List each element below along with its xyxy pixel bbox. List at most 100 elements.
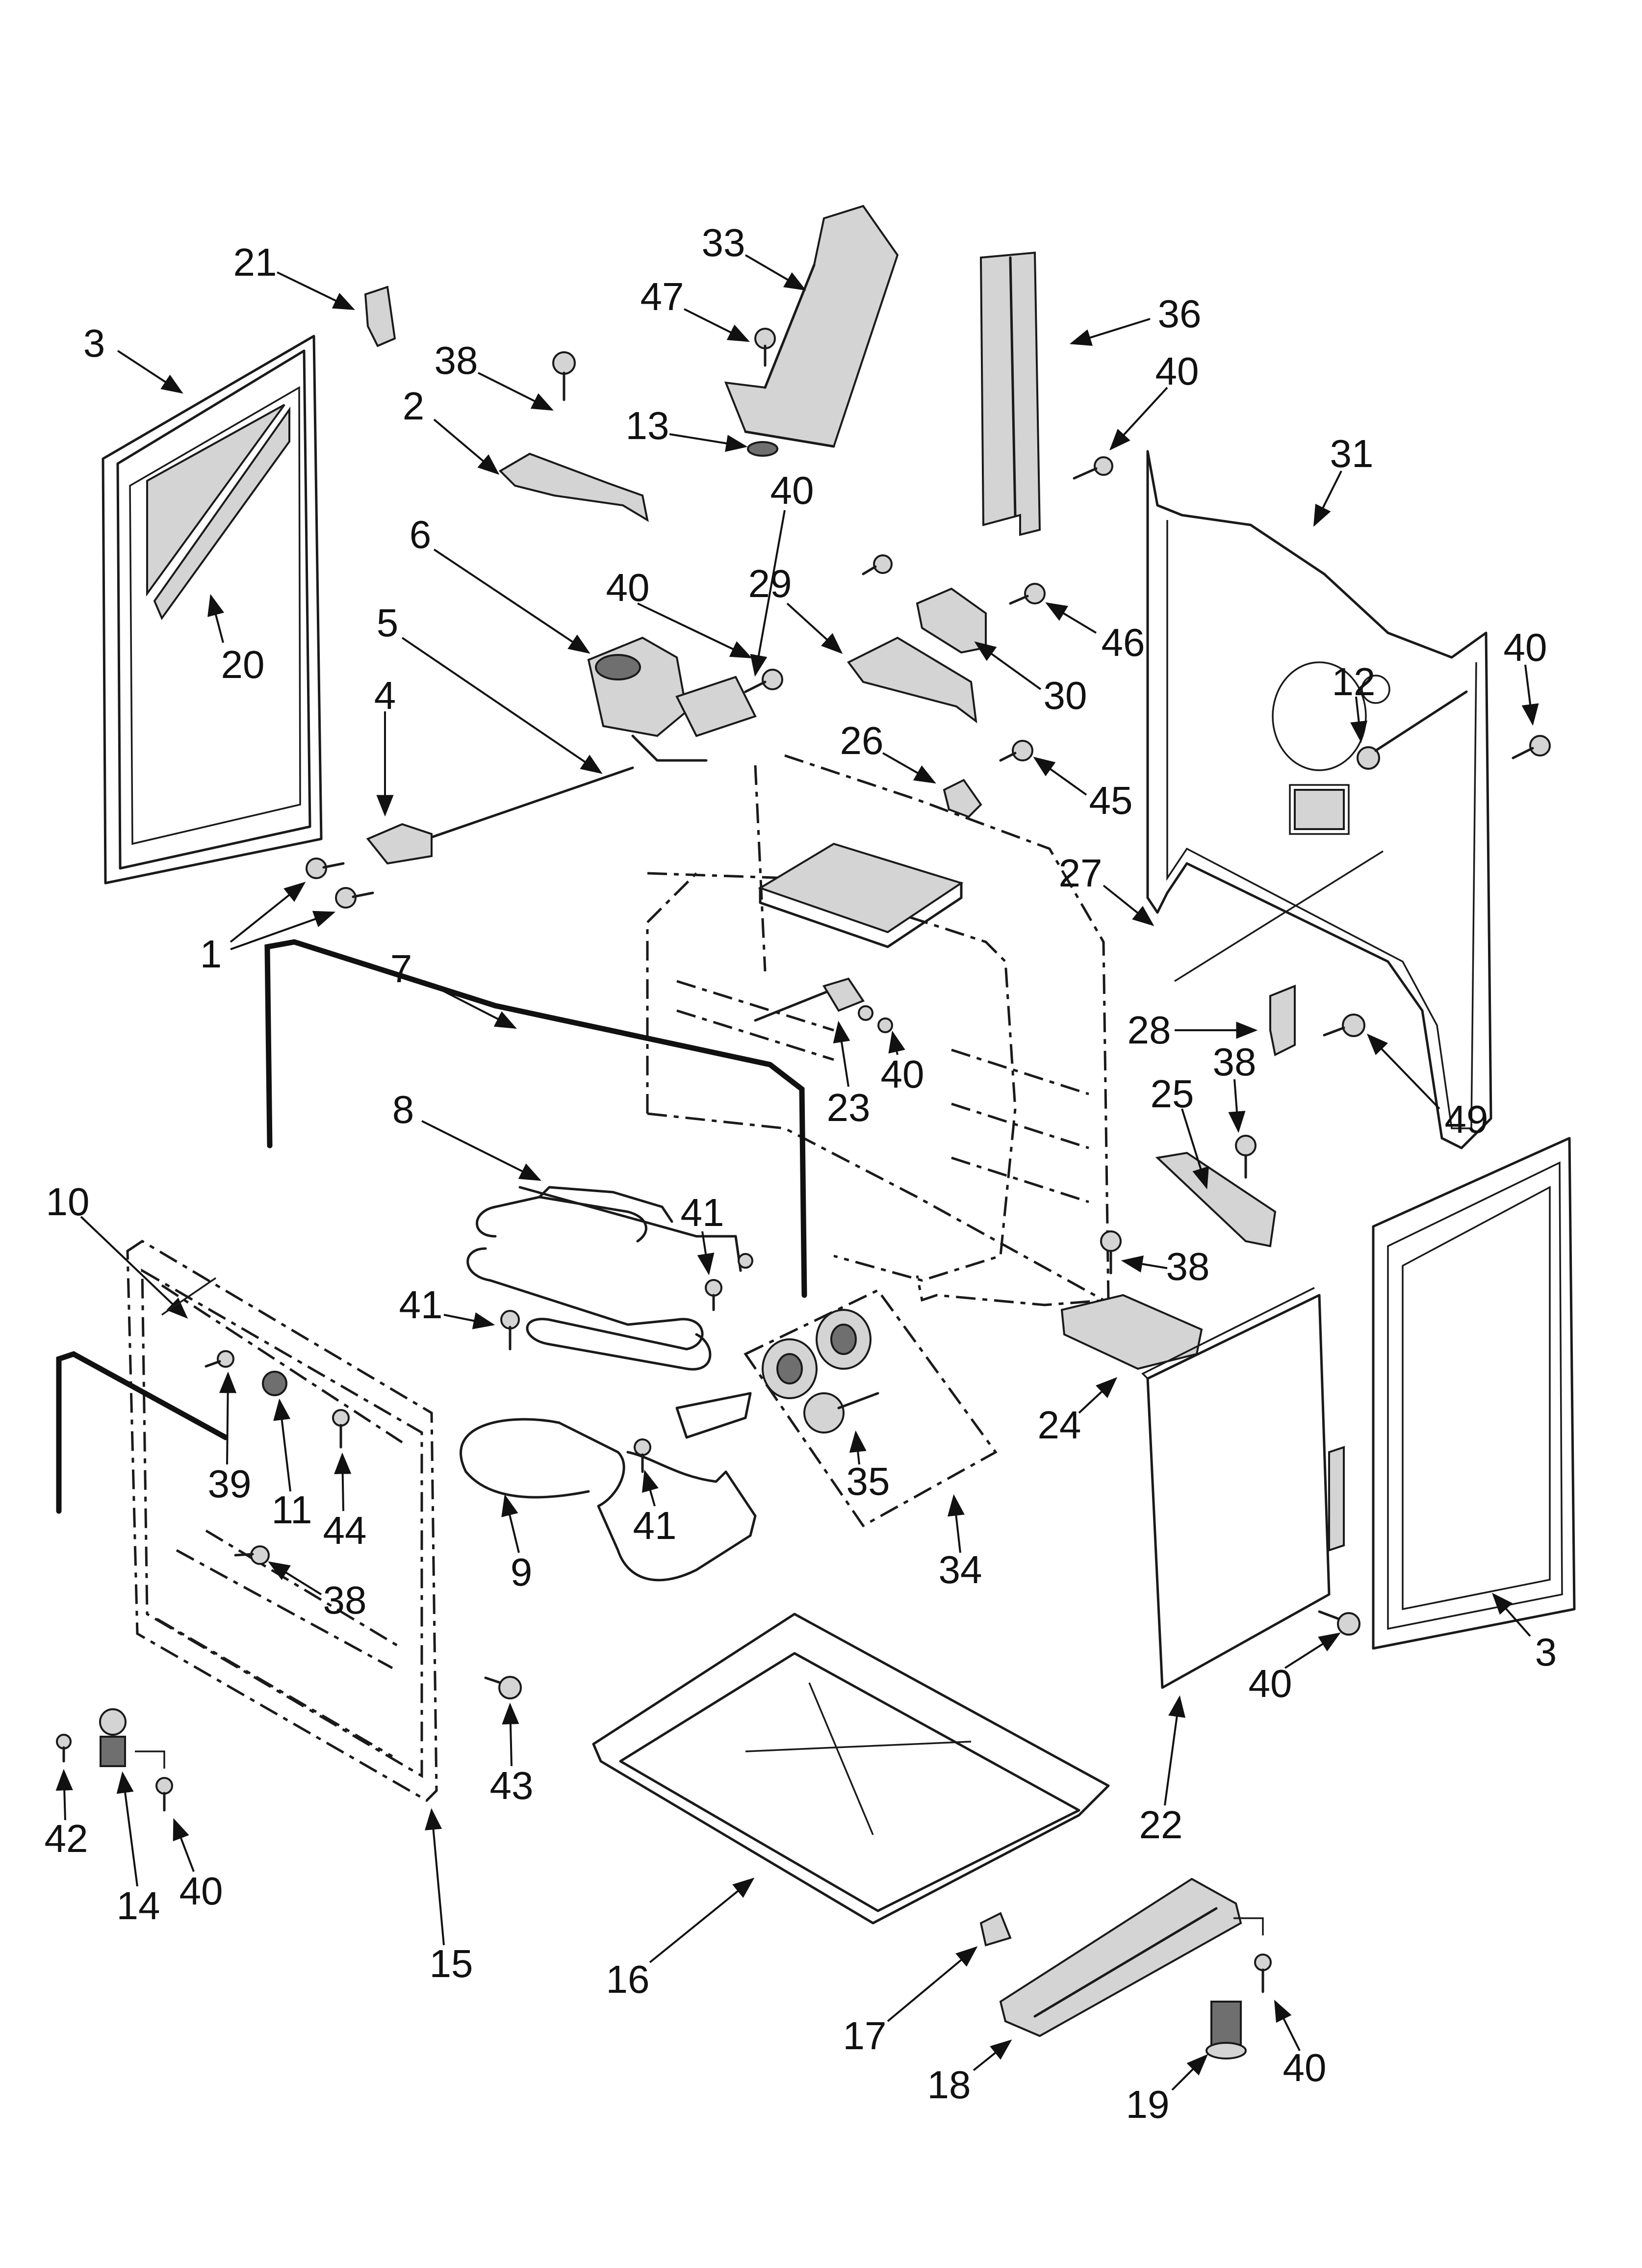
- callout-31[interactable]: 31: [1330, 432, 1374, 475]
- callout-15[interactable]: 15: [429, 1942, 473, 1985]
- callout-3[interactable]: 3: [83, 321, 105, 365]
- callout-35[interactable]: 35: [846, 1460, 890, 1503]
- callout-47[interactable]: 47: [640, 275, 684, 318]
- callout-40[interactable]: 40: [179, 1869, 223, 1913]
- callout-2[interactable]: 2: [402, 384, 425, 428]
- leader-c11-10: [433, 548, 590, 654]
- leader-c8-7: [1069, 318, 1151, 346]
- callout-8[interactable]: 8: [392, 1088, 414, 1131]
- callout-1[interactable]: 1: [200, 932, 222, 976]
- leader-c39-39: [219, 1371, 237, 1465]
- callout-38[interactable]: 38: [1166, 1245, 1210, 1288]
- screw-46: [1009, 583, 1046, 605]
- wire-part: [425, 766, 634, 840]
- leader-c25-25: [230, 911, 336, 950]
- bracket-part: [498, 452, 649, 522]
- callout-45[interactable]: 45: [1089, 779, 1133, 822]
- latch-part: [366, 823, 433, 865]
- callout-13[interactable]: 13: [625, 404, 669, 447]
- callout-19[interactable]: 19: [1126, 2083, 1170, 2126]
- callout-38[interactable]: 38: [1212, 1040, 1257, 1084]
- part-11: [262, 1371, 287, 1396]
- callout-7[interactable]: 7: [390, 947, 412, 991]
- callout-38[interactable]: 38: [323, 1578, 367, 1622]
- callout-49[interactable]: 49: [1444, 1097, 1488, 1141]
- callout-16[interactable]: 16: [606, 1957, 650, 2001]
- callout-27[interactable]: 27: [1058, 851, 1103, 895]
- callout-36[interactable]: 36: [1157, 292, 1202, 336]
- screw-38-c: [1100, 1230, 1122, 1275]
- callout-40[interactable]: 40: [1248, 1662, 1292, 1705]
- leader-c18-17: [1521, 664, 1539, 726]
- leader-c16-15: [637, 602, 752, 658]
- screw-39: [205, 1350, 234, 1368]
- callout-6[interactable]: 6: [409, 513, 432, 556]
- callout-30[interactable]: 30: [1043, 674, 1087, 717]
- callout-40[interactable]: 40: [1283, 2046, 1327, 2089]
- leader-c44-44: [501, 1494, 520, 1553]
- callout-26[interactable]: 26: [840, 719, 884, 762]
- callout-23[interactable]: 23: [826, 1086, 871, 1129]
- clip-part: [364, 286, 396, 347]
- bracket-28: [1269, 985, 1296, 1056]
- callout-20[interactable]: 20: [221, 643, 265, 686]
- screw-43: [484, 1676, 522, 1699]
- screw-38-b: [1235, 1135, 1257, 1179]
- oven-door: [126, 1240, 438, 1802]
- callout-46[interactable]: 46: [1101, 621, 1145, 664]
- leader-c45-45: [947, 1494, 965, 1553]
- clip-26: [943, 779, 982, 818]
- leader-c34-34: [80, 1216, 188, 1319]
- callout-40[interactable]: 40: [606, 566, 650, 609]
- callout-40[interactable]: 40: [1503, 626, 1547, 669]
- callout-21[interactable]: 21: [233, 240, 277, 284]
- screw-42: [56, 1734, 72, 1763]
- callout-40[interactable]: 40: [880, 1052, 924, 1096]
- callout-11[interactable]: 11: [271, 1488, 312, 1532]
- callout-17[interactable]: 17: [843, 2014, 887, 2058]
- callout-40[interactable]: 40: [1155, 349, 1199, 393]
- callout-10[interactable]: 10: [46, 1180, 90, 1224]
- callout-24[interactable]: 24: [1037, 1403, 1081, 1447]
- callout-44[interactable]: 44: [323, 1509, 367, 1552]
- leader-c25-24: [230, 882, 306, 943]
- oven-sensor: [754, 977, 893, 1033]
- callout-41[interactable]: 41: [633, 1504, 677, 1547]
- callout-29[interactable]: 29: [748, 562, 792, 605]
- callout-28[interactable]: 28: [1127, 1008, 1171, 1052]
- callout-40[interactable]: 40: [770, 469, 814, 512]
- callout-34[interactable]: 34: [938, 1548, 982, 1591]
- callout-25[interactable]: 25: [1150, 1072, 1194, 1116]
- callout-39[interactable]: 39: [207, 1462, 252, 1506]
- leader-c9-8: [1109, 387, 1168, 451]
- callout-4[interactable]: 4: [374, 674, 396, 717]
- screw-40-e: [1318, 1610, 1360, 1636]
- screw-40-c: [862, 554, 893, 575]
- callout-41[interactable]: 41: [680, 1191, 724, 1234]
- leader-c19-18: [207, 594, 225, 643]
- bottom-tray: [592, 1613, 1110, 1925]
- callout-41[interactable]: 41: [399, 1283, 443, 1327]
- leader-c57-57: [973, 2039, 1012, 2071]
- callout-3[interactable]: 3: [1535, 1630, 1557, 1674]
- grommet-13: [747, 441, 778, 457]
- leader-c12-11: [750, 510, 786, 677]
- screw-40-b: [744, 669, 783, 693]
- screw-38-d: [234, 1545, 270, 1565]
- callout-22[interactable]: 22: [1139, 1803, 1183, 1847]
- callout-38[interactable]: 38: [434, 339, 478, 382]
- leader-c32-32: [1181, 1108, 1209, 1190]
- leader-c41-41: [334, 1452, 352, 1512]
- leader-c15-14: [974, 641, 1042, 690]
- callout-14[interactable]: 14: [116, 1884, 160, 1928]
- callout-5[interactable]: 5: [376, 601, 399, 645]
- leader-c52-52: [116, 1771, 138, 1887]
- callout-18[interactable]: 18: [927, 2063, 971, 2107]
- leader-c30-30: [1366, 1033, 1440, 1110]
- callout-42[interactable]: 42: [44, 1817, 88, 1860]
- callout-43[interactable]: 43: [489, 1764, 534, 1807]
- callout-12[interactable]: 12: [1332, 660, 1376, 704]
- leader-c1-0: [277, 271, 355, 310]
- callout-33[interactable]: 33: [701, 221, 745, 264]
- callout-9[interactable]: 9: [510, 1550, 533, 1594]
